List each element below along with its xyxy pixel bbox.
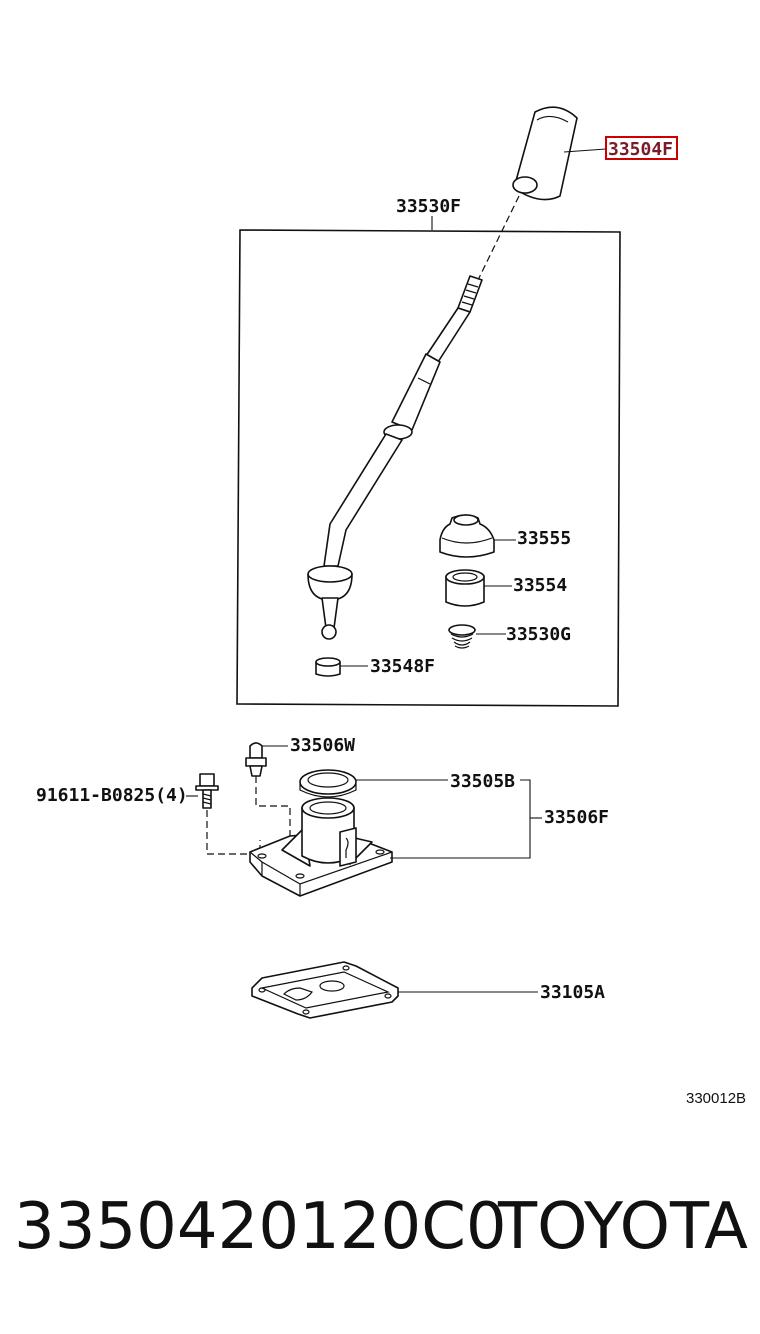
label-boot: 33555: [517, 528, 571, 549]
label-seat: 33548F: [370, 656, 435, 677]
label-bushing: 33554: [513, 575, 567, 596]
shift-lever[interactable]: [307, 275, 483, 640]
seat[interactable]: [315, 657, 341, 677]
label-gasket-plate: 33105A: [540, 982, 605, 1003]
gasket-plate[interactable]: [251, 961, 399, 1019]
footer: 3350420120C0 TOYOTA: [0, 1190, 760, 1290]
boot[interactable]: [439, 514, 495, 558]
label-spring: 33530G: [506, 624, 571, 645]
bushing[interactable]: [445, 569, 485, 607]
label-breather-plug: 33506W: [290, 735, 355, 756]
label-bolt: 91611-B0825(4): [36, 785, 188, 806]
diagram-reference: 330012B: [686, 1090, 746, 1107]
oil-seal[interactable]: [299, 769, 357, 798]
label-lever-assembly: 33530F: [396, 196, 461, 217]
breather-plug[interactable]: [245, 742, 267, 777]
brand-name: TOYOTA: [498, 1190, 748, 1264]
part-number: 3350420120C0: [14, 1190, 507, 1264]
lever-assembly-frame: [236, 229, 621, 707]
knob-highlight-box: [605, 136, 678, 160]
bolt[interactable]: [195, 773, 219, 809]
label-knob: 33504F: [608, 139, 673, 160]
spring[interactable]: [448, 624, 476, 649]
shift-knob[interactable]: [512, 106, 578, 201]
retainer-housing[interactable]: [249, 797, 393, 897]
label-retainer-housing: 33506F: [544, 807, 609, 828]
label-oil-seal: 33505B: [450, 771, 515, 792]
